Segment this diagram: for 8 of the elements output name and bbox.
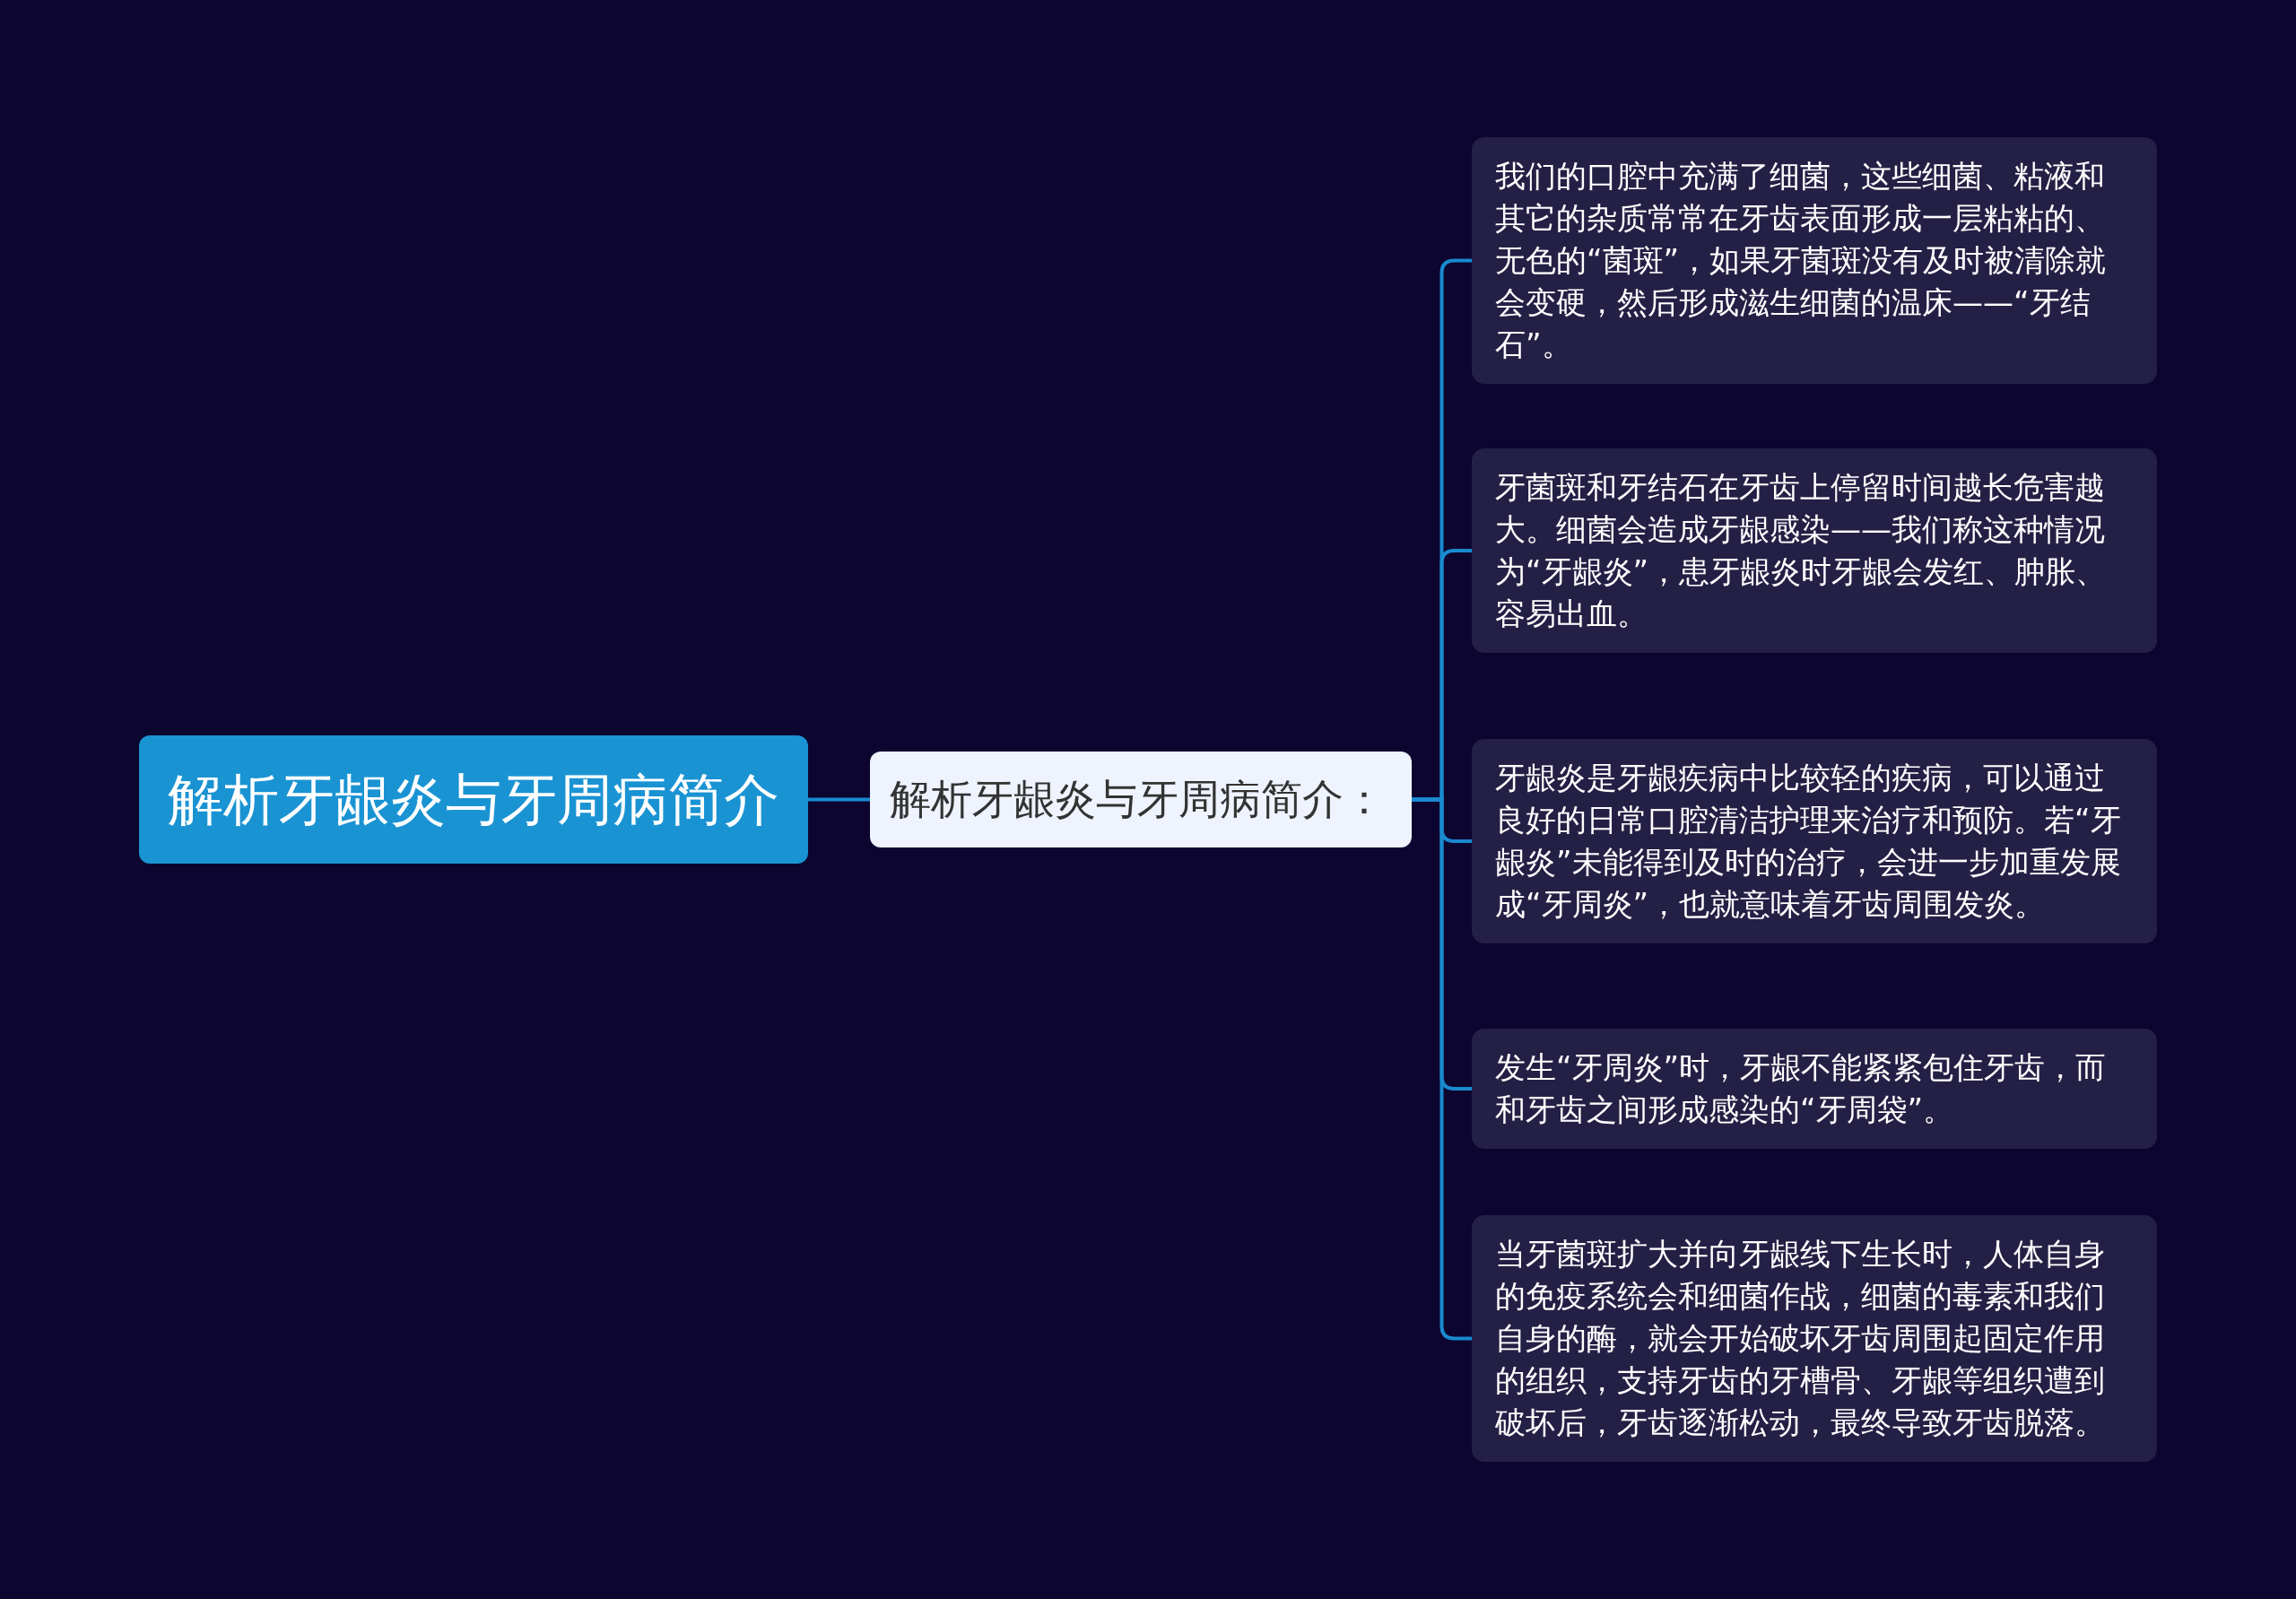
connector-line [808,797,870,802]
text-card: 牙龈炎是牙龈疾病中比较轻的疾病，可以通过良好的日常口腔清洁护理来治疗和预防。若“牙龈炎”未能得到及时的治疗，会进一步加重发展成“牙周炎”，也就意味着牙齿周围发炎。 [1472,739,2157,943]
text-card: 我们的口腔中充满了细菌，这些细菌、粘液和其它的杂质常常在牙齿表面形成一层粘粘的、无色的“菌斑”，如果牙菌斑没有及时被清除就会变硬，然后形成滋生细菌的温床——“牙结石”。 [1472,136,2157,384]
topic-box: 解析牙龈炎与牙周病简介： [870,752,1412,847]
text-card: 牙菌斑和牙结石在牙齿上停留时间越长危害越大。细菌会造成牙龈感染——我们称这种情况为“牙龈炎”，患牙龈炎时牙龈会发红、肿胀、容易出血。 [1472,448,2157,653]
text-card: 当牙菌斑扩大并向牙龈线下生长时，人体自身的免疫系统会和细菌作战，细菌的毒素和我们自身的酶，就会开始破坏牙齿周围起固定作用的组织，支持牙齿的牙槽骨、牙龈等组织遭到破坏后，牙齿逐渐松动，最终导致牙齿脱落。 [1472,1214,2157,1462]
text-card: 发生“牙周炎”时，牙龈不能紧紧包住牙齿，而和牙齿之间形成感染的“牙周袋”。 [1472,1029,2157,1149]
root-topic-box: 解析牙龈炎与牙周病简介 [139,735,808,864]
